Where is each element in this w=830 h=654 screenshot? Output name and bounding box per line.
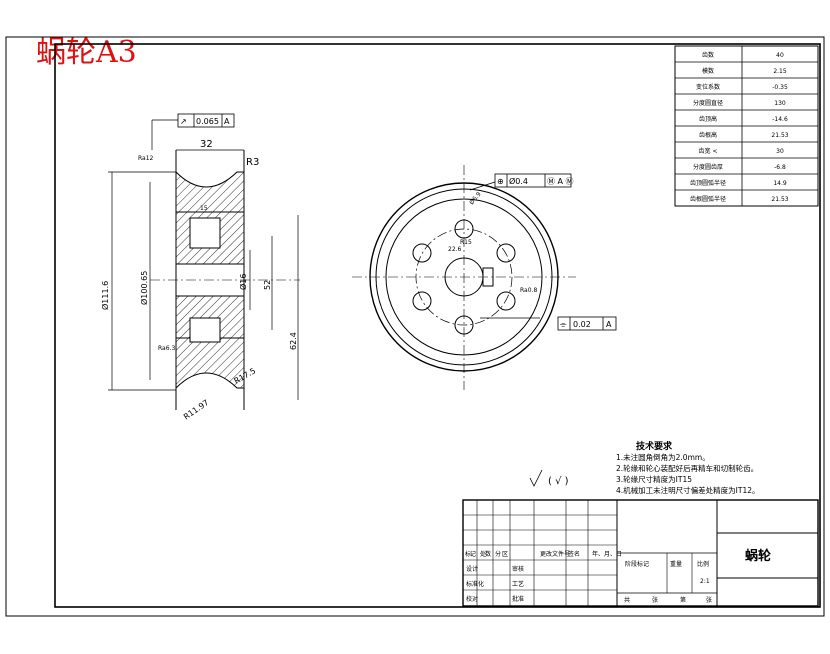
title-block-header: 标: [465, 550, 471, 558]
param-name: 模数: [702, 67, 714, 75]
scale-label: 比例: [697, 560, 709, 568]
param-name: 变位系数: [696, 83, 720, 91]
param-value: 21.53: [771, 132, 788, 139]
param-value: -14.6: [772, 116, 788, 123]
dim-width-32: 32: [200, 139, 213, 150]
title-block-header: 区: [502, 551, 508, 558]
param-name: 齿根高: [699, 131, 717, 139]
title-block-header: 数: [485, 550, 491, 558]
sheet-unit: 张: [706, 596, 712, 604]
dim-r11: R11.97: [182, 398, 210, 422]
title-block-role: 标准化: [466, 580, 484, 588]
bolt-hole-2: [496, 243, 516, 263]
title-block-role: 校对: [466, 595, 478, 603]
inner-frame: [54, 43, 821, 608]
roughness-general-symbol: [529, 469, 543, 487]
param-value: -6.8: [774, 164, 786, 171]
symmetry-tolerance-frame: [557, 316, 617, 331]
param-value: 30: [776, 148, 784, 155]
weight-label: 重量: [670, 560, 682, 568]
roughness-ra6: Ra6.3: [158, 345, 175, 352]
title-block-header: 更改文件号: [540, 550, 570, 558]
position-tolerance-frame: [494, 173, 572, 188]
param-name: 齿顶圆弧半径: [690, 179, 726, 187]
stage-label: 阶段标记: [625, 560, 649, 568]
position-value: Ø0.4: [509, 176, 528, 186]
param-name: 分度圆齿厚: [693, 163, 723, 171]
bolt-hole-3: [496, 291, 516, 311]
runout-tolerance-frame: [177, 113, 235, 128]
stamp-title: 蜗轮A3: [36, 35, 137, 70]
part-name: 蜗轮: [745, 548, 771, 564]
sheets-unit: 张: [652, 596, 658, 604]
param-value: 21.53: [771, 196, 788, 203]
title-block-role: 批准: [512, 595, 524, 603]
dim-d111: Ø111.6: [100, 281, 110, 310]
sheets-label: 共: [624, 596, 630, 604]
title-block-header: 签: [568, 550, 574, 558]
title-block-header: 分: [495, 550, 501, 558]
param-name: 齿宽 <: [699, 147, 718, 155]
dim-22: 22.6: [448, 246, 462, 253]
tech-req-item-3: 3.轮缘尺寸精度为IT15: [616, 474, 692, 484]
param-name: 分度圆直径: [693, 99, 723, 107]
tech-req-item-1: 1.未注圆角倒角为2.0mm。: [616, 452, 710, 462]
title-block-header: 处: [480, 550, 486, 558]
dim-r15: R15: [460, 239, 472, 246]
roughness-ra08: Ra0.8: [520, 287, 537, 294]
bolt-hole-6: [412, 243, 432, 263]
runout-symbol: ↗: [180, 117, 187, 126]
runout-value: 0.065: [196, 117, 219, 126]
param-value: 40: [776, 52, 784, 59]
param-value: 130: [774, 100, 786, 107]
rim-top-section: [175, 170, 245, 213]
title-block-role: 设计: [466, 565, 478, 573]
section-dimensions: [108, 119, 299, 400]
parameter-table: 齿数 40 模数 2.15 变位系数 -0.35 分度圆直径 130 齿顶高 -14.6 齿根高 21…: [674, 45, 819, 207]
param-value: 2.15: [773, 68, 787, 75]
param-name: 齿根圆弧半径: [690, 195, 726, 203]
bolt-hole-upper: [189, 217, 221, 249]
front-view: [352, 165, 576, 390]
title-block-header: 名: [574, 550, 580, 558]
title-block-header: 记: [470, 551, 476, 558]
symmetry-datum: A: [606, 320, 612, 329]
tech-req-item-2: 2.轮缘和轮心装配好后再精车和切制轮齿。: [616, 463, 758, 473]
bolt-hole-5: [412, 291, 432, 311]
symmetry-value: 0.02: [573, 320, 591, 329]
outer-border: [5, 36, 825, 617]
position-symbol: ⊕: [497, 177, 504, 186]
tech-req-item-4: 4.机械加工未注明尺寸偏差处精度为IT12。: [616, 485, 760, 495]
dim-52: 52: [263, 280, 272, 290]
runout-datum: A: [224, 117, 230, 126]
roughness-ra12: Ra12: [138, 155, 154, 162]
param-value: -0.35: [772, 84, 788, 91]
dim-r3: R3: [246, 157, 259, 168]
roughness-note: ( √ ): [548, 476, 569, 487]
position-mods: Ⓜ A Ⓜ: [547, 177, 574, 186]
title-block-role: 审核: [512, 565, 524, 573]
dim-d100: Ø100.65: [139, 271, 149, 305]
sheet-label: 第: [680, 596, 686, 604]
symmetry-symbol: ⌯: [560, 320, 567, 329]
dim-d16: Ø16: [238, 274, 248, 290]
param-name: 齿顶高: [699, 115, 717, 123]
title-block-role: 工艺: [512, 580, 524, 588]
title-block: [462, 499, 819, 607]
title-block-header: 年、月、日: [592, 550, 622, 558]
dim-15: 15: [200, 205, 208, 212]
scale-value: 2:1: [700, 578, 710, 585]
dim-62: 62.4: [289, 332, 298, 350]
tech-req-title: 技术要求: [636, 440, 673, 452]
param-name: 齿数: [702, 51, 714, 59]
dim-hole-dia: Ø6.9: [468, 191, 483, 207]
param-value: 14.9: [773, 180, 787, 187]
section-view: [150, 150, 300, 410]
bolt-hole-lower: [189, 317, 221, 343]
